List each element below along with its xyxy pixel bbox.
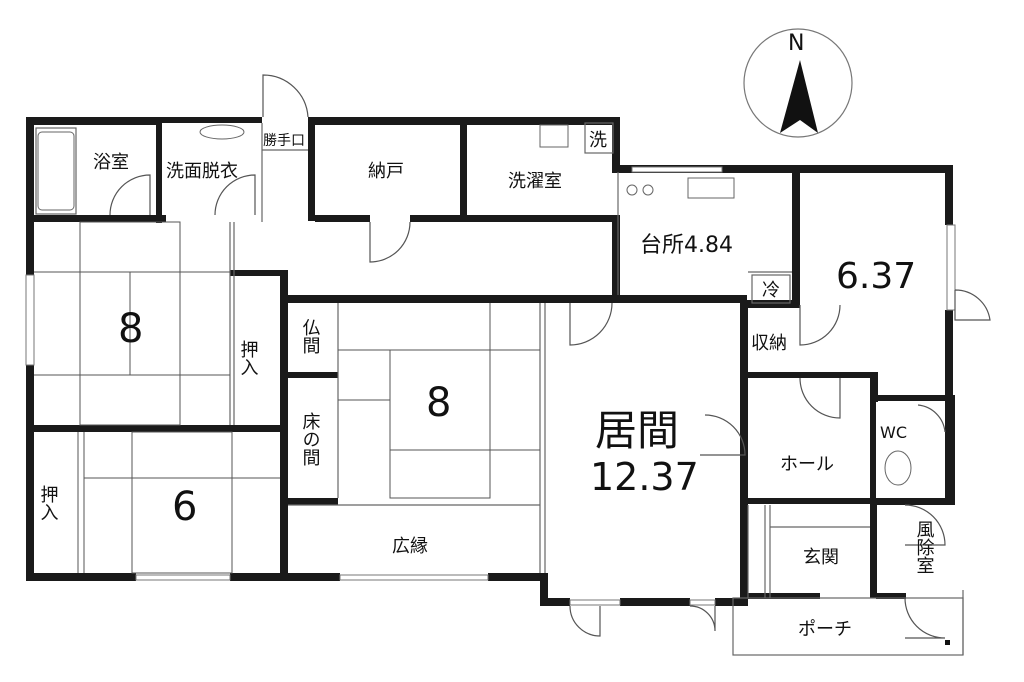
- compass-ring: [743, 28, 853, 138]
- label-living-size: 12.37: [590, 455, 699, 499]
- label-tokonoma: 床の間: [300, 412, 321, 467]
- room-labels: 浴室 洗面脱衣 勝手口 納戸 洗濯室 洗 台所4.84 冷 6.37 収納 8 …: [38, 130, 935, 640]
- porch-dot-icon: [945, 640, 950, 645]
- north-arrow-icon: [780, 60, 818, 133]
- label-kitchen: 台所4.84: [640, 233, 733, 258]
- stove-burner-icon: [642, 184, 654, 196]
- label-fridge-mark: 冷: [762, 280, 780, 301]
- fixtures: [37, 124, 950, 645]
- label-room-w-size: 8: [118, 306, 143, 352]
- tatami-lines: [34, 221, 540, 574]
- label-living-name: 居間: [595, 406, 679, 455]
- label-bath: 浴室: [93, 152, 129, 173]
- label-washroom: 洗面脱衣: [166, 161, 238, 182]
- label-washer-mark: 洗: [589, 130, 607, 151]
- label-hall: ホール: [780, 454, 834, 475]
- label-porch: ポーチ: [798, 619, 852, 640]
- bathtub-icon: [37, 131, 75, 211]
- label-windbreak: 風除室: [914, 520, 935, 574]
- label-closet-kitchen: 収納: [751, 333, 787, 354]
- windows: [25, 166, 956, 606]
- wash-basin-icon: [199, 124, 245, 140]
- laundry-sink-icon: [539, 124, 569, 148]
- walls: [26, 117, 955, 606]
- label-butsuma: 仏間: [300, 318, 321, 355]
- label-room-center-size: 8: [426, 380, 451, 426]
- label-back-door: 勝手口: [263, 133, 305, 149]
- label-wc: WC: [880, 423, 907, 442]
- toilet-icon: [884, 450, 912, 486]
- stove-burner-icon: [626, 184, 638, 196]
- label-room-sw-size: 6: [172, 484, 197, 530]
- partitions: [35, 122, 964, 656]
- label-room-ne-size: 6.37: [836, 256, 916, 297]
- north-label: N: [788, 31, 804, 56]
- label-laundry: 洗濯室: [508, 171, 562, 192]
- doors: [109, 74, 991, 639]
- label-storage-nando: 納戸: [368, 161, 404, 182]
- label-oshiire-mid: 押入: [238, 340, 259, 376]
- kitchen-sink-icon: [687, 177, 735, 199]
- label-oshiire-left: 押入: [38, 485, 59, 521]
- label-genkan: 玄関: [803, 547, 839, 568]
- compass: N: [743, 28, 853, 138]
- label-engawa: 広縁: [392, 536, 428, 557]
